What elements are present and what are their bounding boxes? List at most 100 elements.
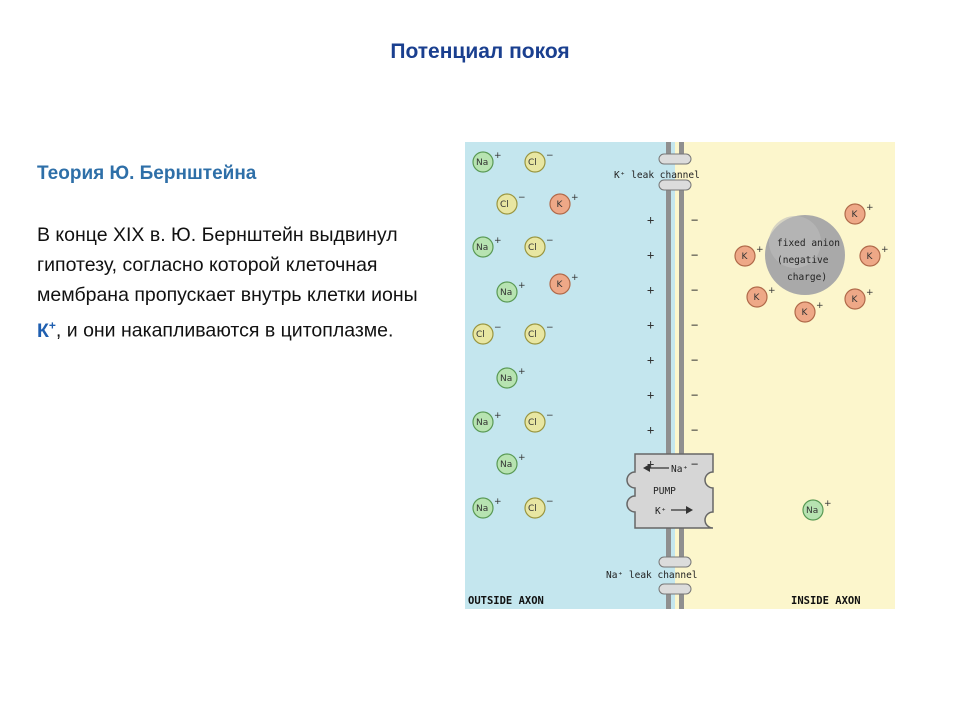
cl-ion-charge: −: [546, 411, 554, 421]
charge-signs-layer: +−+−+−+−+−+−+−+−: [647, 213, 698, 471]
plus-charge-sign: +: [647, 248, 654, 262]
minus-charge-sign: −: [691, 388, 698, 402]
na-ion-symbol: Na: [500, 460, 512, 470]
minus-charge-sign: −: [691, 423, 698, 437]
na-ion: Na +: [496, 453, 526, 475]
fixed-anion-highlight: [769, 216, 821, 268]
na-ion-symbol: Na: [476, 418, 488, 428]
k-ion: K+: [746, 286, 776, 308]
na-ion-charge: +: [518, 367, 526, 377]
cl-ion-symbol: Cl: [528, 243, 537, 253]
cl-ion: Cl−: [524, 411, 554, 433]
cl-ion: Cl−: [524, 497, 554, 519]
na-ion: Na+: [472, 411, 502, 433]
k-ion: K+: [549, 273, 579, 295]
cl-ion-circle: [524, 411, 546, 433]
membrane-inner-line-top: [679, 142, 684, 154]
body-paragraph: В конце XIX в. Ю. Бернштейн выдвинул гип…: [37, 220, 432, 346]
k-ion: K+: [734, 245, 764, 267]
anion-label-line3: charge): [787, 272, 827, 283]
k-ion-symbol: K: [557, 200, 564, 210]
cl-ion-symbol: Cl: [528, 158, 537, 168]
minus-charge-sign: −: [691, 353, 698, 367]
k-ion-circle: [734, 245, 756, 267]
cl-ion-charge: −: [494, 323, 502, 333]
cl-ion-charge: −: [546, 497, 554, 507]
k-ion-charge: +: [866, 203, 874, 213]
k-ion-charge: +: [571, 193, 579, 203]
k-ion-circle: [844, 203, 866, 225]
k-ion-charge: +: [571, 273, 579, 283]
cell-membrane: [666, 142, 684, 609]
na-ion-circle: [496, 453, 518, 475]
inside-axon-label: INSIDE AXON: [791, 595, 861, 607]
membrane-outer-line-lower: [666, 527, 671, 557]
cl-ion-charge: −: [546, 151, 554, 161]
outside-axon-label: OUTSIDE AXON: [468, 595, 544, 607]
k-ion-circle: [549, 193, 571, 215]
paragraph-text-before: В конце XIX в. Ю. Бернштейн выдвинул гип…: [37, 224, 418, 306]
k-ion-circle: [859, 245, 881, 267]
fixed-anion: fixed anion (negative charge): [765, 215, 845, 295]
cl-ion-circle: [472, 323, 494, 345]
plus-charge-sign: +: [647, 283, 654, 297]
k-ion: K+: [859, 245, 889, 267]
outside-axon-region: [465, 142, 675, 609]
na-ion-symbol: Na: [500, 374, 512, 384]
na-ion: Na +: [472, 497, 502, 519]
k-ion-charge: +: [768, 286, 776, 296]
k-ion-symbol: K: [742, 252, 749, 262]
k-ion-symbol: K: [754, 293, 761, 303]
na-ion: Na+: [496, 281, 526, 303]
na-ion-charge: +: [494, 497, 502, 507]
cl-ion: Cl−: [524, 151, 554, 173]
na-channel-cap-bottom: [658, 583, 692, 595]
k-ion-symbol: K: [802, 308, 809, 318]
slide-title: Потенциал покоя: [390, 40, 570, 63]
membrane-inner-line-lower: [679, 527, 684, 557]
plus-charge-sign: +: [647, 318, 654, 332]
na-ion-charge: +: [518, 453, 526, 463]
k-ion-symbol: K: [852, 295, 859, 305]
na-ion-circle: [496, 367, 518, 389]
cl-ion-symbol: Cl: [528, 418, 537, 428]
membrane-outer-line-top: [666, 142, 671, 154]
membrane-inner-line: [679, 190, 684, 460]
ions-layer: Na+Cl−Cl−K+Na+Cl−Na+K+Cl−Cl−Na+Na+Cl−Na+…: [472, 151, 889, 521]
plus-charge-sign: +: [647, 423, 654, 437]
sodium-potassium-pump: PUMP Na⁺ K⁺: [626, 453, 714, 529]
na-ion: Na+: [802, 499, 832, 521]
k-channel-cap-bottom: [658, 179, 692, 191]
na-ion-charge: +: [518, 281, 526, 291]
cl-ion-circle: [524, 497, 546, 519]
k-ion-symbol: K: [852, 210, 859, 220]
k-ion: K+: [549, 193, 579, 215]
na-ion-symbol: Na: [476, 504, 488, 514]
cl-ion-circle: [524, 151, 546, 173]
plus-charge-sign: +: [647, 213, 654, 227]
anion-label-line1: fixed anion: [777, 238, 840, 249]
potassium-charge: +: [48, 318, 56, 332]
na-ion-charge: +: [494, 151, 502, 161]
cl-ion-circle: [524, 236, 546, 258]
minus-charge-sign: −: [691, 283, 698, 297]
na-ion-circle: [472, 411, 494, 433]
na-ion-charge: +: [494, 236, 502, 246]
minus-charge-sign: −: [691, 318, 698, 332]
cl-ion-charge: −: [518, 193, 526, 203]
paragraph-text-after: , и они накапливаются в цитоплазме.: [55, 319, 394, 342]
k-ion: K+: [844, 203, 874, 225]
potassium-ion-label: К+: [37, 318, 56, 342]
membrane-inner-line-bottom: [679, 594, 684, 609]
k-ion: K+: [844, 288, 874, 310]
cl-ion-symbol: Cl: [528, 504, 537, 514]
membrane-diagram-svg: K⁺ leak channel Na⁺ leak channel PUMP Na…: [465, 142, 895, 609]
k-ion-charge: +: [756, 245, 764, 255]
plus-charge-sign: +: [647, 388, 654, 402]
membrane-outer-line-bottom: [666, 594, 671, 609]
na-ion: Na+: [472, 236, 502, 258]
k-ion-charge: +: [866, 288, 874, 298]
pump-k-label: K⁺: [655, 506, 666, 517]
plus-charge-sign: +: [647, 353, 654, 367]
k-channel-label: K⁺ leak channel: [614, 170, 700, 181]
